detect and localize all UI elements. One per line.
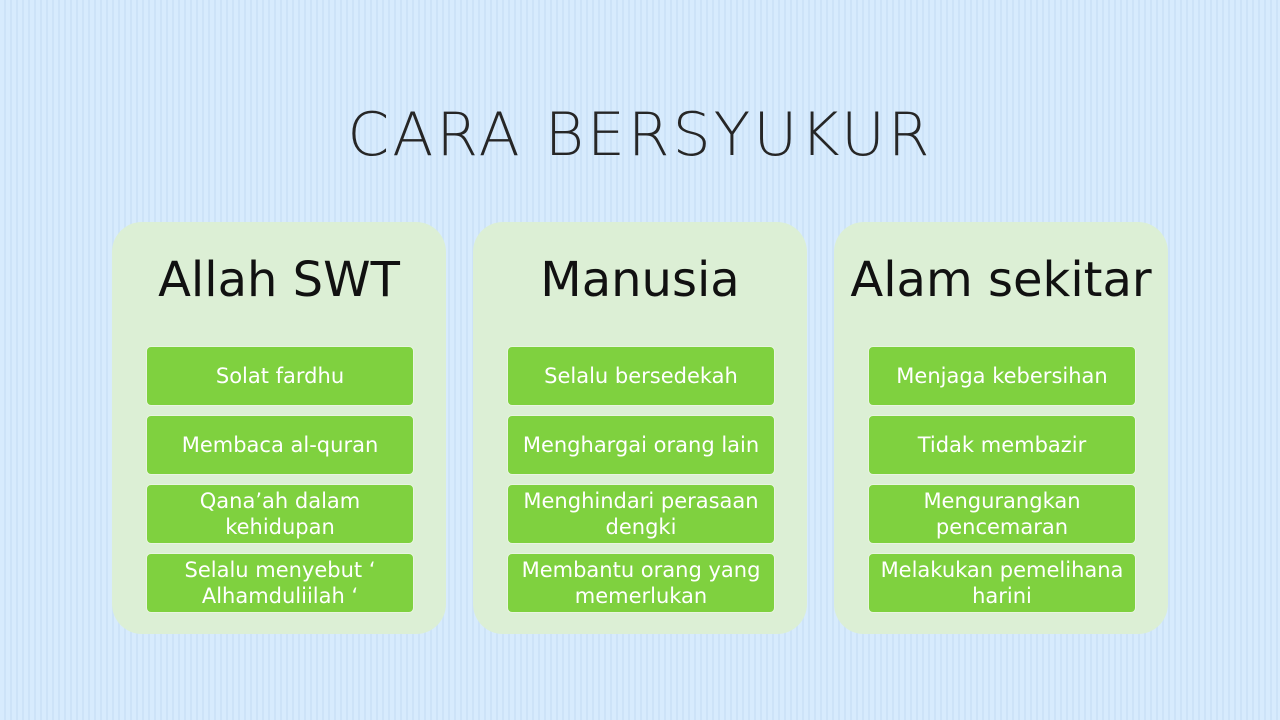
column-allah-swt: Allah SWT Solat fardhu Membaca al-quran … <box>112 222 446 634</box>
column-alam-sekitar: Alam sekitar Menjaga kebersihan Tidak me… <box>834 222 1168 634</box>
list-item: Mengurangkan pencemaran <box>868 484 1136 544</box>
list-item: Selalu bersedekah <box>507 346 775 406</box>
column-heading: Manusia <box>540 252 740 308</box>
list-item: Melakukan pemelihana harini <box>868 553 1136 613</box>
list-item: Tidak membazir <box>868 415 1136 475</box>
list-item: Qana’ah dalam kehidupan <box>146 484 414 544</box>
list-item: Selalu menyebut ‘ Alhamduliilah ‘ <box>146 553 414 613</box>
list-item: Solat fardhu <box>146 346 414 406</box>
list-item: Membaca al-quran <box>146 415 414 475</box>
slide-title: CARA BERSYUKUR <box>347 100 933 170</box>
column-heading: Allah SWT <box>158 252 400 308</box>
list-item: Membantu orang yang memerlukan <box>507 553 775 613</box>
list-item: Menghindari perasaan dengki <box>507 484 775 544</box>
column-manusia: Manusia Selalu bersedekah Menghargai ora… <box>473 222 807 634</box>
column-heading: Alam sekitar <box>850 252 1152 308</box>
list-item: Menghargai orang lain <box>507 415 775 475</box>
list-item: Menjaga kebersihan <box>868 346 1136 406</box>
